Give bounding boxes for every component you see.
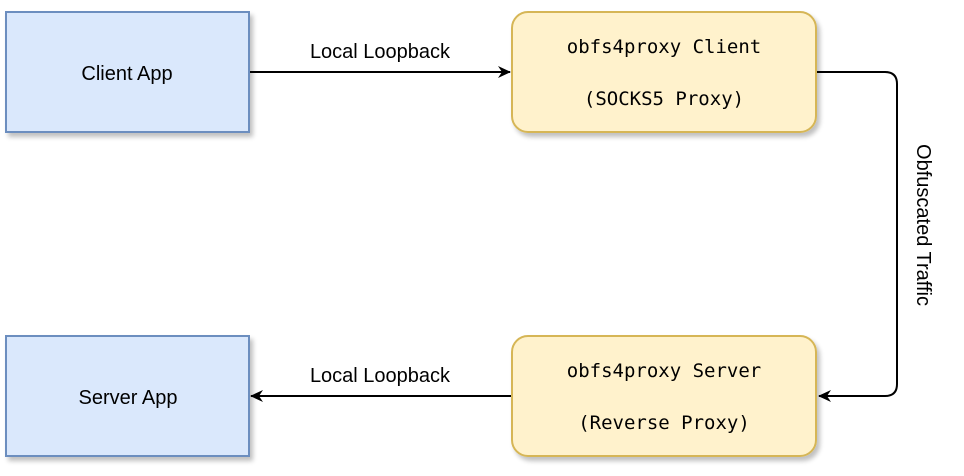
edge-obfuscated-traffic: Obfuscated Traffic — [816, 71, 934, 402]
node-obfs4proxy-client[interactable]: obfs4proxy Client (SOCKS5 Proxy) — [511, 11, 817, 133]
node-label-line1: obfs4proxy Client — [567, 36, 761, 58]
node-box — [5, 335, 250, 457]
node-label: Server App — [79, 387, 178, 409]
node-label: Client App — [81, 63, 172, 85]
svg-text:Local Loopback: Local Loopback — [310, 41, 451, 63]
edge-label-local-loopback-top: Local Loopback — [310, 41, 451, 63]
svg-text:Local Loopback: Local Loopback — [310, 365, 451, 387]
edge-line — [816, 71, 898, 402]
node-box — [511, 335, 817, 457]
node-label-line2: (Reverse Proxy) — [578, 412, 750, 434]
node-client-app[interactable]: Client App — [5, 11, 250, 133]
edge-client-to-proxy: Local Loopback Local Loopback — [249, 38, 511, 78]
edge-proxy-to-server: Local Loopback Local Loopback — [250, 362, 512, 402]
node-label-line2: (SOCKS5 Proxy) — [584, 88, 744, 110]
edge-label-local-loopback-bottom: Local Loopback — [310, 365, 451, 387]
node-box — [5, 11, 250, 133]
node-server-app[interactable]: Server App — [5, 335, 250, 457]
node-label-line1: obfs4proxy Server — [567, 360, 761, 382]
edge-label-obfuscated-traffic: Obfuscated Traffic — [912, 144, 934, 306]
node-obfs4proxy-server[interactable]: obfs4proxy Server (Reverse Proxy) — [511, 335, 817, 457]
node-box — [511, 11, 817, 133]
